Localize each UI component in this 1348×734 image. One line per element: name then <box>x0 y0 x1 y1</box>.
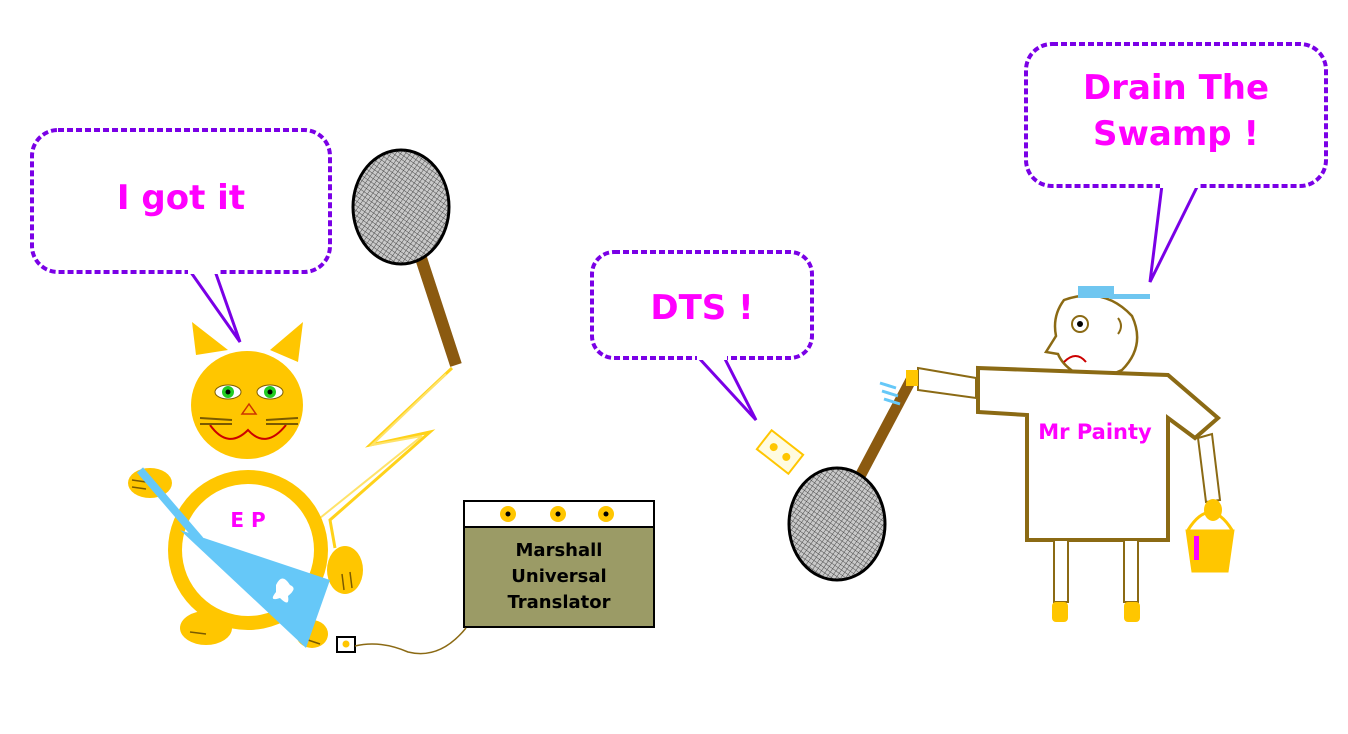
guitar-cable <box>336 627 467 655</box>
left-fly-swatter-icon <box>351 148 462 367</box>
ball-speech-text: DTS ! <box>650 288 754 328</box>
painter-speech-line-2: Swamp ! <box>1093 114 1259 154</box>
painter-shirt-label: Mr Painty <box>1038 420 1152 444</box>
cat-body-label: E P <box>230 508 266 532</box>
painter-icon <box>906 286 1222 622</box>
cat-speech-text: I got it <box>116 178 246 218</box>
amplifier-label-line-2: Universal <box>511 566 607 587</box>
amplifier-label-line-3: Translator <box>507 592 611 613</box>
cat-speech-bubble <box>30 128 332 343</box>
lightning-bolt-icon <box>319 366 454 549</box>
ball-speech-bubble <box>590 250 814 422</box>
amplifier-label-line-1: Marshall <box>515 540 603 561</box>
right-fly-swatter-icon <box>787 375 917 582</box>
amplifier-icon[interactable] <box>463 500 655 628</box>
paint-bucket-icon[interactable] <box>1185 511 1235 573</box>
ticket-icon <box>755 428 805 476</box>
cat-icon <box>128 322 363 648</box>
painter-speech-bubble <box>1024 42 1328 283</box>
guitar-icon <box>136 467 330 648</box>
painter-speech-line-1: Drain The <box>1082 68 1270 108</box>
